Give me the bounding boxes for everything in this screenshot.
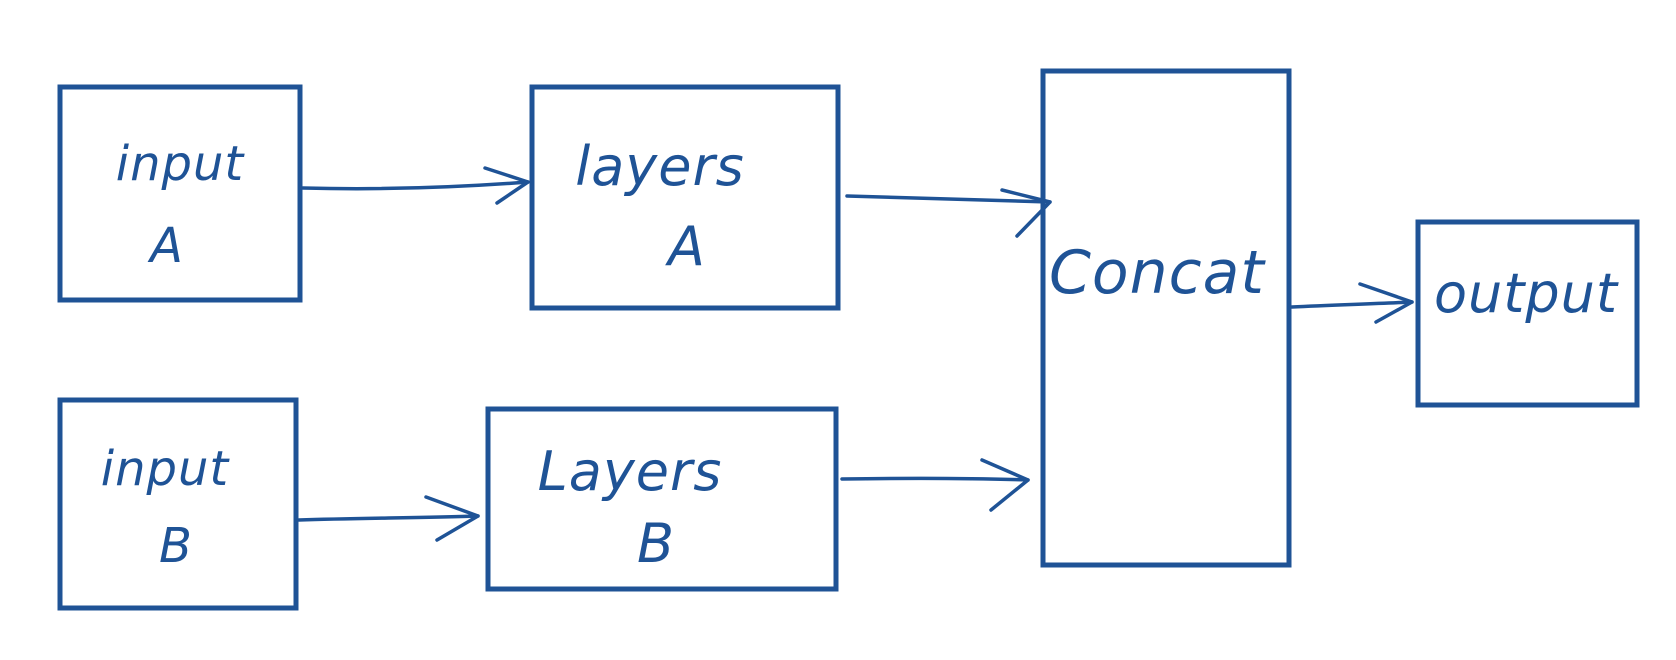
edge-layers-a-to-concat: [845, 188, 1052, 238]
node-layers-a-box: [529, 84, 841, 311]
node-input-b-label-line2: B: [159, 518, 193, 574]
node-input-b-box: [57, 397, 299, 611]
edge-input-a-to-layers-a-arrowhead: [483, 166, 530, 205]
node-layers-b-label-line1: Layers: [538, 440, 723, 503]
edge-layers-b-to-concat-arrowhead: [980, 458, 1030, 512]
edge-input-b-to-layers-b-arrowhead: [424, 495, 480, 542]
node-input-a-label-line1: input: [116, 136, 246, 192]
node-input-b-label-line1: input: [101, 441, 231, 497]
node-layers-b-label-line2: B: [637, 512, 675, 575]
node-input-a-label-line2: A: [147, 218, 184, 274]
edge-layers-b-to-concat-line: [840, 476, 1030, 482]
edge-layers-b-to-concat: [840, 458, 1030, 512]
node-layers-a-label-line1: layers: [575, 135, 745, 198]
node-concat-label: Concat: [1049, 238, 1266, 308]
node-layers-a-label-line2: A: [665, 215, 706, 278]
edge-concat-to-output: [1290, 282, 1414, 324]
node-layers-a: layers A: [529, 84, 841, 311]
node-concat: Concat: [1040, 68, 1292, 568]
node-layers-b: Layers B: [485, 406, 839, 592]
node-output: output: [1415, 219, 1640, 408]
edge-layers-a-to-concat-arrowhead: [1000, 188, 1052, 238]
edge-input-b-to-layers-b: [297, 495, 480, 542]
edge-input-a-to-layers-a: [301, 166, 530, 205]
edge-layers-a-to-concat-line: [845, 194, 1052, 204]
node-output-box: [1415, 219, 1640, 408]
edge-concat-to-output-line: [1290, 300, 1414, 309]
node-output-label: output: [1434, 262, 1619, 325]
edge-input-a-to-layers-a-line: [301, 180, 530, 191]
edge-input-b-to-layers-b-line: [297, 514, 480, 522]
edge-concat-to-output-arrowhead: [1358, 282, 1414, 324]
node-input-a-box: [57, 84, 303, 303]
node-input-a: input A: [57, 84, 303, 303]
node-input-b: input B: [57, 397, 299, 611]
node-concat-box: [1040, 68, 1292, 568]
node-layers-b-box: [485, 406, 839, 592]
